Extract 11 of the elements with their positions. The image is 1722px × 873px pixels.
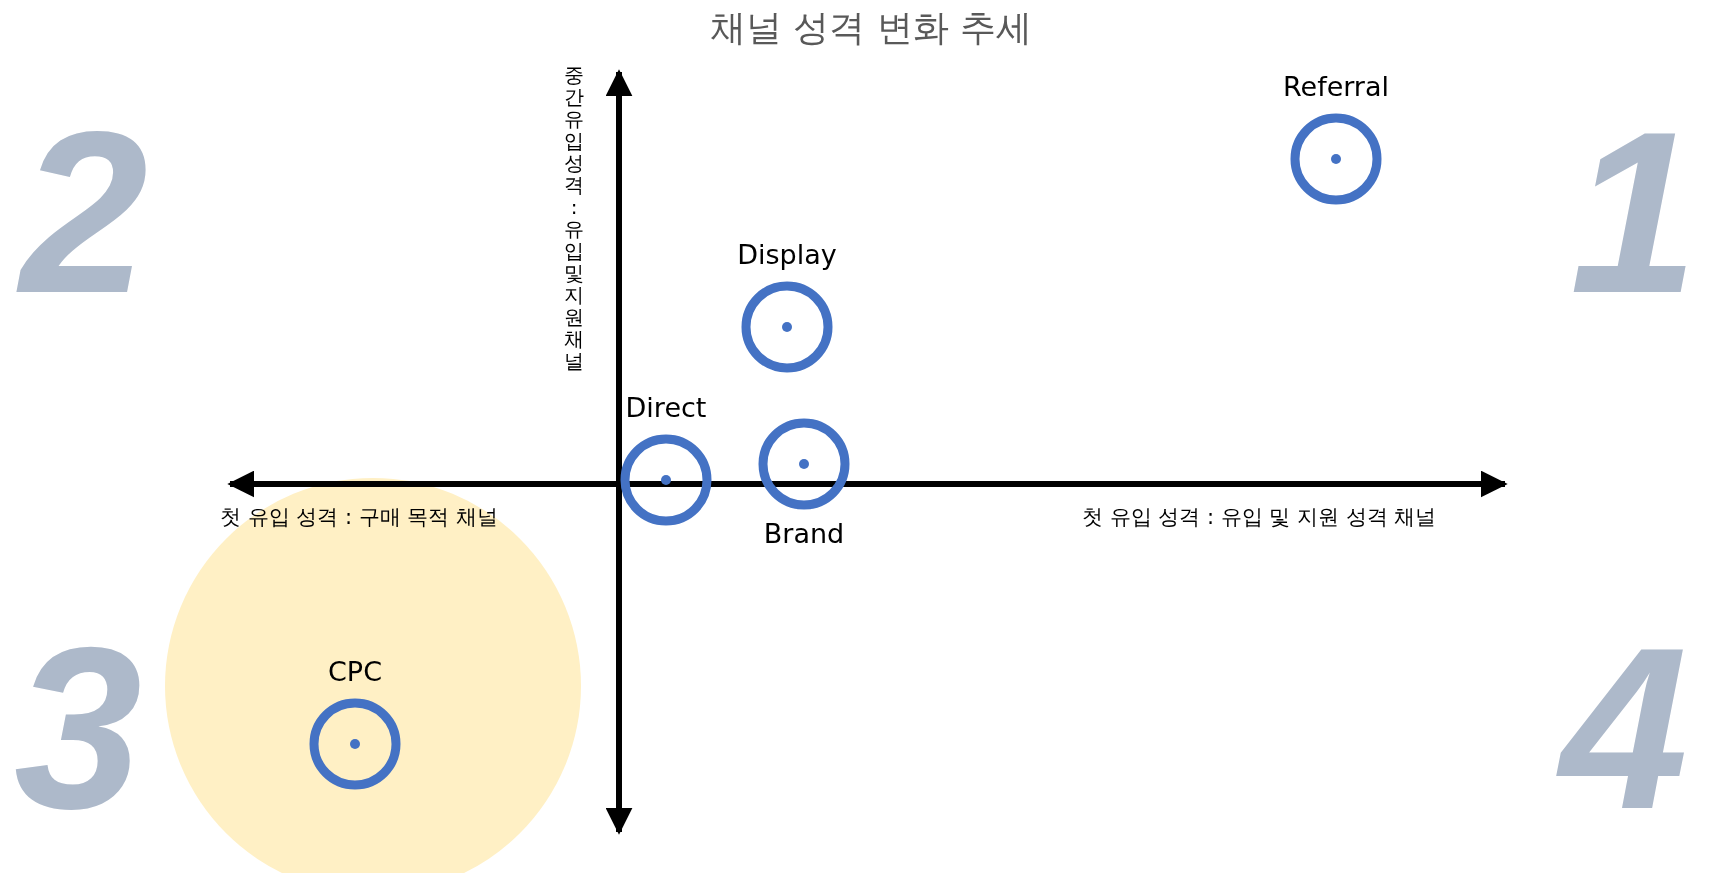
axis-label: 첫 유입 성격 : 구매 목적 채널	[220, 504, 499, 531]
axis-label: 첫 유입 성격 : 유입 및 지원 성격 채널	[1082, 504, 1437, 531]
quadrant-number: 3	[14, 614, 142, 844]
point-label: Referral	[1282, 71, 1390, 102]
point-label: CPC	[328, 656, 382, 687]
point-label: Brand	[763, 518, 845, 549]
point-label: Direct	[625, 392, 707, 423]
point-label: Display	[737, 239, 837, 270]
axis-label: 중간유입성격 : 유입 및 지원 채널	[563, 64, 585, 372]
quadrant-number: 1	[1570, 98, 1698, 328]
chart-title: 채널 성격 변화 추세	[708, 6, 1034, 50]
